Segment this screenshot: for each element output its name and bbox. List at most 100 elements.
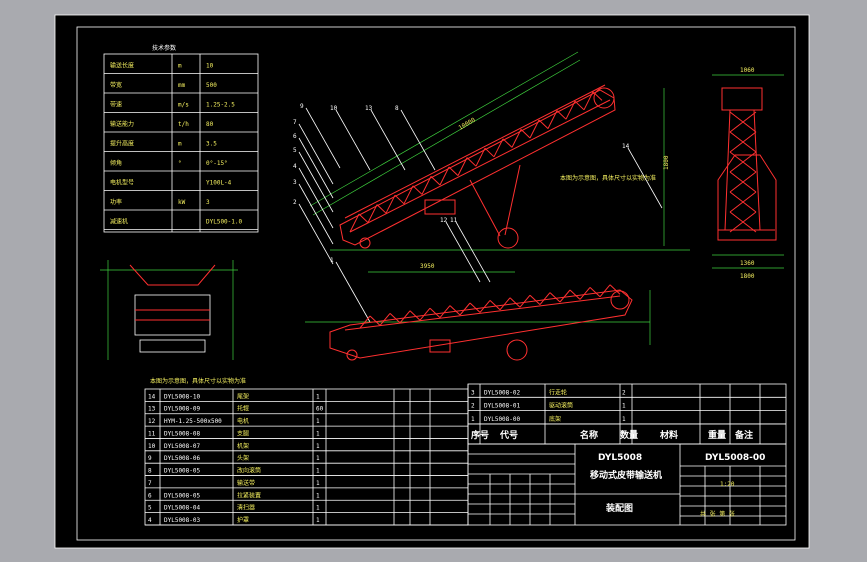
bomup-row-name: 底架 xyxy=(549,415,561,423)
side-label: 6 xyxy=(293,133,297,140)
tech-row-name: 带速 xyxy=(110,101,122,109)
side-label: 9 xyxy=(300,103,304,110)
bom-row-code: DYL5008-10 xyxy=(164,393,201,400)
tech-row-unit: t/h xyxy=(178,121,189,128)
outer-frame xyxy=(54,14,810,549)
bom-row-name: 支腿 xyxy=(237,429,249,437)
lower-side-view xyxy=(305,284,651,361)
bomup-row-no: 1 xyxy=(471,416,475,423)
part-name: 装配图 xyxy=(605,502,633,514)
tech-row-value: 1.25-2.5 xyxy=(206,102,235,109)
bom-row-name: 头架 xyxy=(237,454,249,462)
front-dim-mid: 1360 xyxy=(740,260,755,267)
tech-row-name: 输送长度 xyxy=(110,62,134,70)
tech-row-name: 倾角 xyxy=(110,159,122,167)
bom-row-no: 9 xyxy=(148,455,152,462)
bom-row-qty: 1 xyxy=(316,418,320,425)
bom-row-no: 4 xyxy=(148,517,152,524)
tech-row-name: 功率 xyxy=(110,198,122,206)
tech-row-value: DYL500-1.0 xyxy=(206,219,243,226)
tech-row-value: 3.5 xyxy=(206,141,217,148)
tech-row-name: 减速机 xyxy=(110,218,128,226)
scale: 1:20 xyxy=(720,481,735,488)
bom-row-qty: 1 xyxy=(316,468,320,475)
side-label: 5 xyxy=(293,147,297,154)
bom-row-name: 机架 xyxy=(237,442,249,450)
tech-row-unit: m/s xyxy=(178,102,189,109)
bom-row-qty: 1 xyxy=(316,480,320,487)
dim-wheelbase: 3950 xyxy=(420,263,435,270)
side-label: 10 xyxy=(330,105,338,112)
bom-row-no: 10 xyxy=(148,443,156,450)
bomup-row-qty: 1 xyxy=(622,416,626,423)
side-label: 3 xyxy=(293,179,297,186)
tech-row-name: 提升高度 xyxy=(110,140,134,148)
tech-row-name: 带宽 xyxy=(110,81,122,89)
bomup-row-name: 驱动滚筒 xyxy=(549,402,573,410)
side-label: 1 xyxy=(330,257,334,264)
bomup-row-code: DYL5008-02 xyxy=(484,389,521,396)
front-dim-bottom: 1800 xyxy=(740,273,755,280)
tech-row-value: 10 xyxy=(206,63,214,70)
bom-header-cell: 代号 xyxy=(499,429,518,441)
bomup-row-code: DYL5008-01 xyxy=(484,403,521,410)
bomup-row-code: DYL5008-00 xyxy=(484,416,521,423)
tech-row-name: 输送能力 xyxy=(110,120,134,128)
side-label: 14 xyxy=(622,143,630,150)
drawing-number: DYL5008-00 xyxy=(705,453,765,463)
tech-row-unit: m xyxy=(178,63,182,70)
bom-header-cell: 数量 xyxy=(620,429,638,441)
bom-row-qty: 60 xyxy=(316,406,324,413)
side-label: 12 xyxy=(440,217,448,224)
bom-row-name: 输送带 xyxy=(237,479,255,487)
tech-row-value: 500 xyxy=(206,82,217,89)
bom-row-code: DYL5008-03 xyxy=(164,517,201,524)
bom-row-qty: 1 xyxy=(316,505,320,512)
front-dim-top: 1060 xyxy=(740,67,755,74)
bom-row-code: DYL5008-08 xyxy=(164,430,201,437)
bom-row-name: 拉紧装置 xyxy=(237,491,261,499)
tech-row-value: Y100L-4 xyxy=(206,180,232,187)
tech-row-unit: mm xyxy=(178,82,186,89)
bomup-row-name: 行走轮 xyxy=(549,388,567,396)
bom-row-no: 11 xyxy=(148,430,156,437)
bom-row-no: 8 xyxy=(148,468,152,475)
side-label: 8 xyxy=(395,105,399,112)
bom-row-code: HYM-1.25-500x500 xyxy=(164,418,222,425)
bom-row-no: 5 xyxy=(148,505,152,512)
inner-frame xyxy=(76,26,796,541)
sheet-info: 共 张 第 张 xyxy=(700,510,735,518)
tech-table-title: 技术参数 xyxy=(152,44,176,52)
bom-row-name: 护罩 xyxy=(237,516,249,524)
tech-row-unit: m xyxy=(178,141,182,148)
bom-row-code: DYL5008-04 xyxy=(164,505,201,512)
bom-row-code: DYL5008-09 xyxy=(164,406,201,413)
bom-note: 本图为示意图，具体尺寸以实物为准 xyxy=(150,377,246,385)
bom-row-code: DYL5008-07 xyxy=(164,443,201,450)
bom-row-code: DYL5008-06 xyxy=(164,455,201,462)
front-view-tower: 1060 1360 1800 xyxy=(712,67,784,280)
bom-row-qty: 1 xyxy=(316,455,320,462)
title-block: DYL5008-00 DYL5008 移动式皮带输送机 装配图 1:20 共 张… xyxy=(467,443,787,526)
bom-header-cell: 材料 xyxy=(659,429,678,441)
dim-height: 1800 xyxy=(663,155,670,170)
bom-row-name: 托辊 xyxy=(237,405,249,413)
tech-row-value: 3 xyxy=(206,199,210,206)
bomup-row-qty: 2 xyxy=(622,389,626,396)
bom-row-no: 13 xyxy=(148,406,156,413)
bom-row-qty: 1 xyxy=(316,430,320,437)
side-label: 13 xyxy=(365,105,373,112)
bomup-row-qty: 1 xyxy=(622,403,626,410)
tech-row-name: 电机型号 xyxy=(110,179,134,187)
bom-row-no: 7 xyxy=(148,480,152,487)
bom-row-name: 电机 xyxy=(237,417,249,425)
tech-row-unit: kW xyxy=(178,199,186,206)
bom-header-cell: 重量 xyxy=(708,429,726,441)
bom-row-name: 尾架 xyxy=(237,392,249,400)
bom-row-name: 改向滚筒 xyxy=(237,467,261,475)
